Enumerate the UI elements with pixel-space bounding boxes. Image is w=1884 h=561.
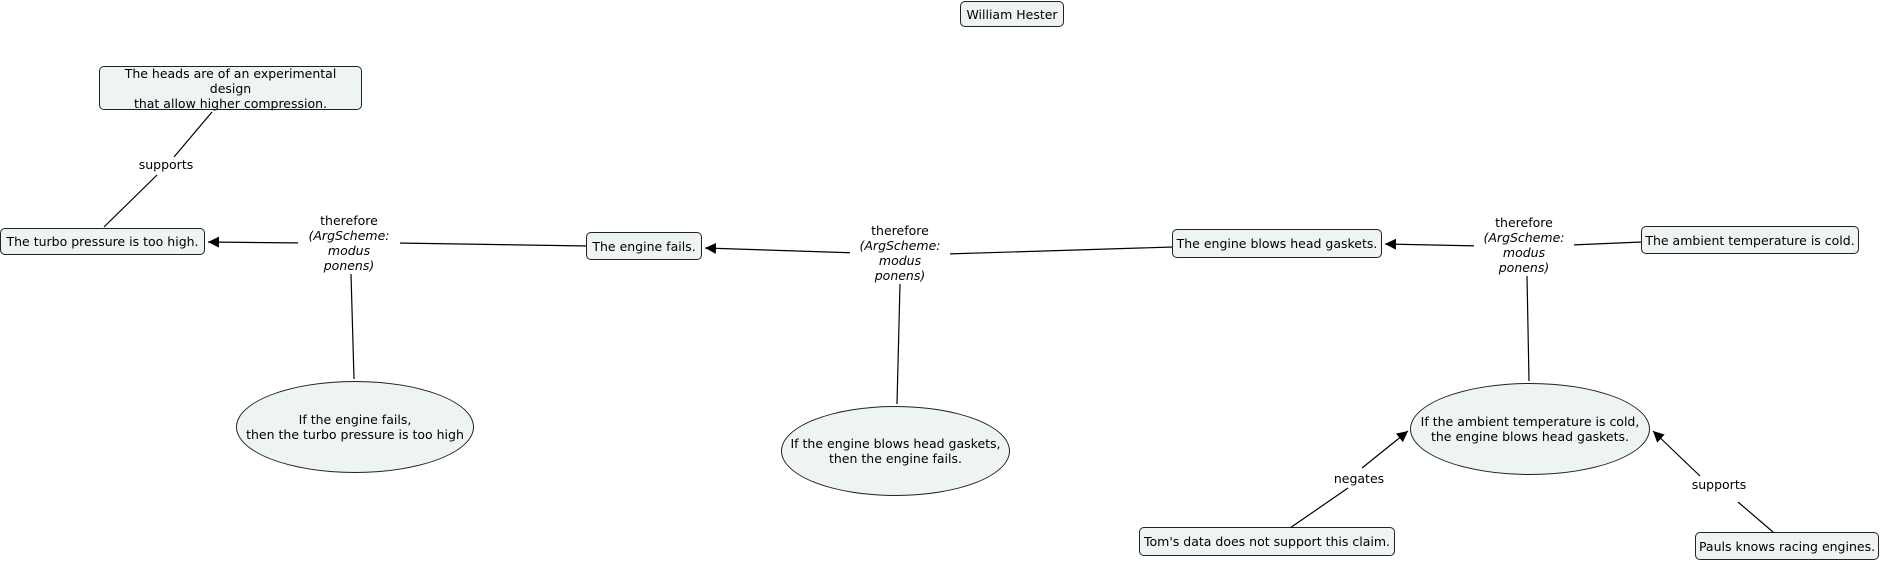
link-label-supports-2: supports (1686, 477, 1752, 492)
node-pauls-knows[interactable]: Pauls knows racing engines. (1695, 532, 1879, 560)
argscheme-text: (ArgScheme: modus ponens) (1483, 230, 1565, 275)
link-line (207, 236, 307, 248)
link-label-therefore-3: therefore (ArgScheme: modus ponens) (1474, 215, 1574, 275)
link-label-supports: supports (133, 157, 199, 172)
link-line (896, 283, 901, 405)
therefore-text: therefore (320, 213, 378, 228)
node-rule-ambient-gaskets[interactable]: If the ambient temperature is cold, the … (1410, 383, 1650, 475)
link-line (1361, 430, 1409, 469)
link-line (1289, 487, 1349, 529)
link-line (1737, 501, 1774, 533)
argscheme-text: (ArgScheme: modus ponens) (308, 228, 390, 273)
link-line (945, 246, 1174, 255)
node-rule-gaskets-engine[interactable]: If the engine blows head gaskets, then t… (781, 406, 1010, 496)
therefore-text: therefore (871, 223, 929, 238)
node-ambient-cold[interactable]: The ambient temperature is cold. (1641, 226, 1859, 254)
therefore-text: therefore (1495, 215, 1553, 230)
link-label-therefore-1: therefore (ArgScheme: modus ponens) (298, 213, 400, 273)
link-line (1570, 241, 1643, 246)
link-line (1652, 430, 1701, 477)
node-engine-fails[interactable]: The engine fails. (586, 232, 702, 260)
node-rule-engine-turbo[interactable]: If the engine fails, then the turbo pres… (236, 381, 474, 473)
link-label-negates: negates (1326, 471, 1392, 486)
link-line (173, 111, 213, 158)
link-line (395, 242, 589, 247)
title-node[interactable]: William Hester (960, 1, 1064, 27)
link-line (1384, 238, 1482, 250)
argscheme-text: (ArgScheme: modus ponens) (859, 238, 941, 283)
node-toms-data[interactable]: Tom's data does not support this claim. (1139, 527, 1395, 556)
node-turbo-pressure[interactable]: The turbo pressure is too high. (0, 228, 205, 255)
node-engine-gaskets[interactable]: The engine blows head gaskets. (1172, 229, 1382, 258)
link-line (103, 174, 158, 228)
node-heads-design[interactable]: The heads are of an experimental design … (99, 66, 362, 111)
link-line (704, 242, 859, 254)
link-line (350, 273, 355, 380)
link-label-therefore-2: therefore (ArgScheme: modus ponens) (850, 223, 950, 283)
link-line (1526, 275, 1530, 382)
